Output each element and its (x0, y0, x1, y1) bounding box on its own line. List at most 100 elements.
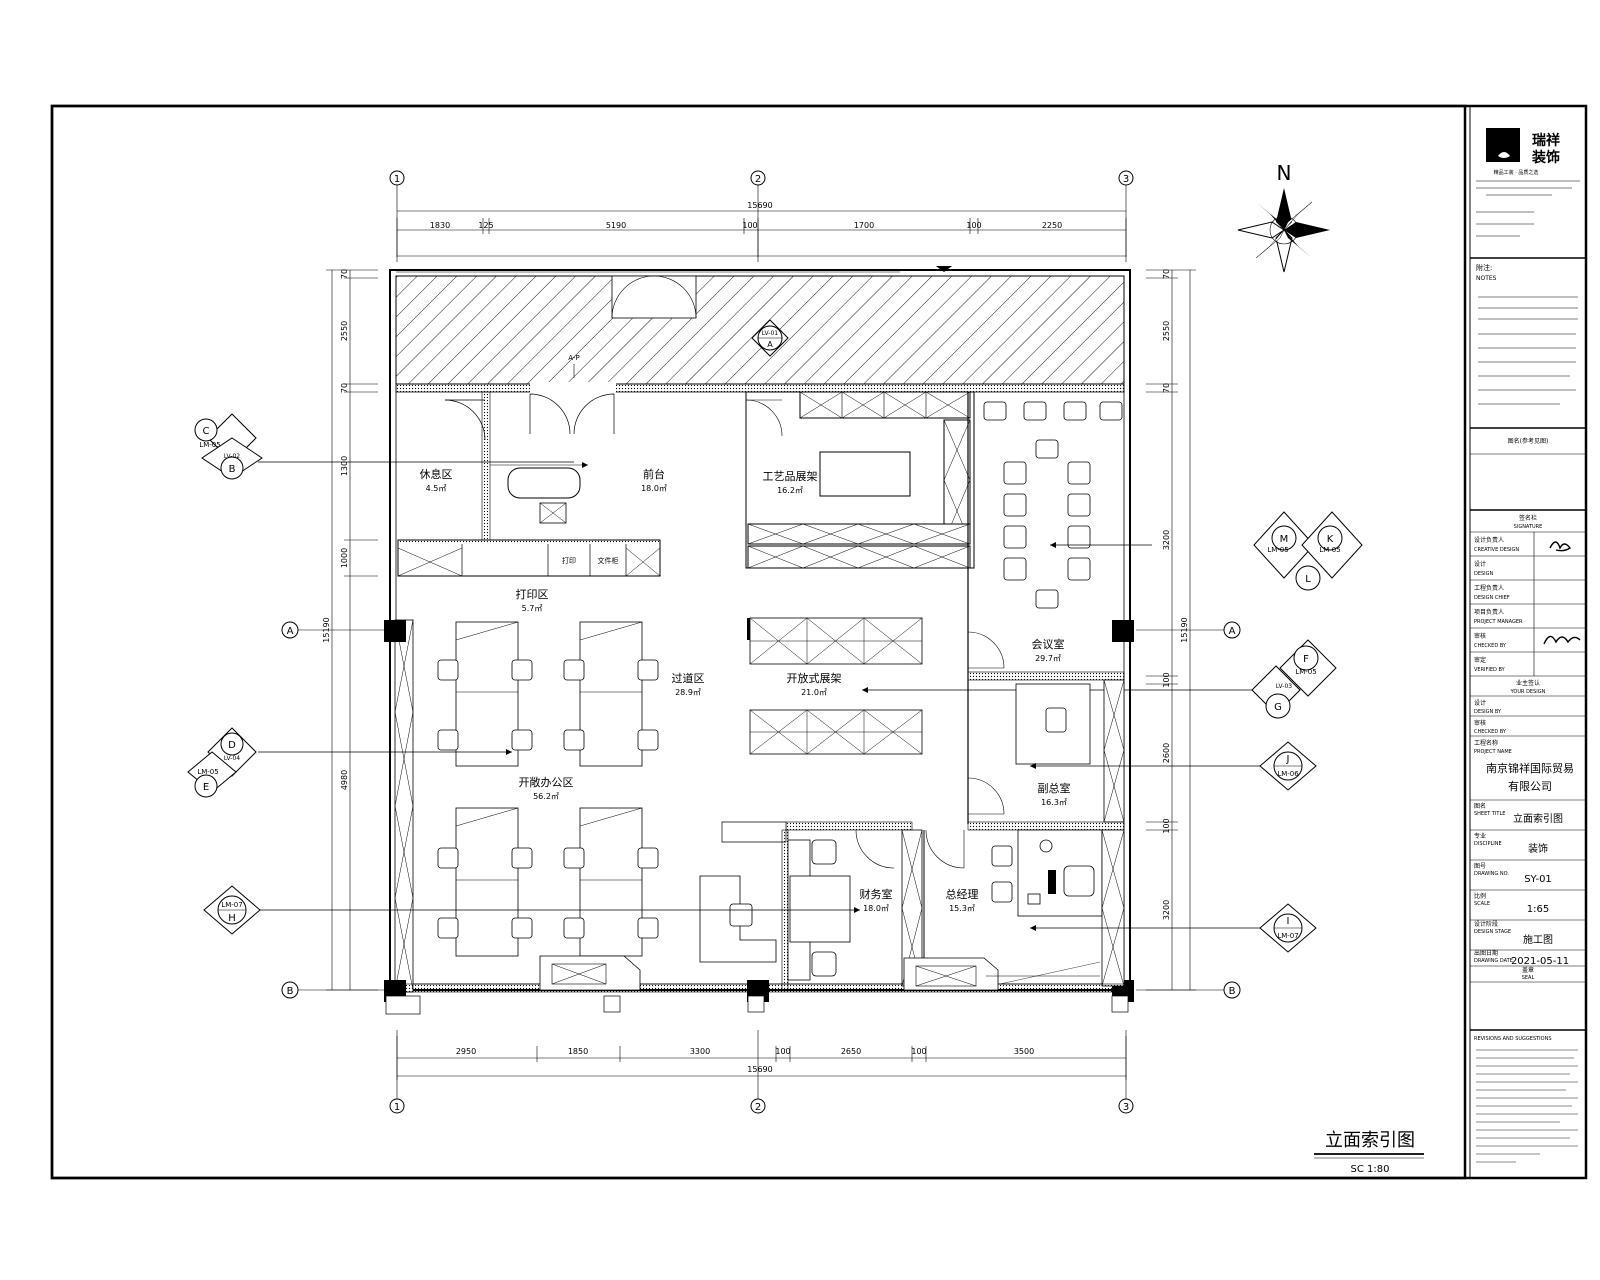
drawing-frame (50, 104, 1467, 1180)
grid-label: 1 (394, 174, 400, 185)
svg-text:A-P: A-P (568, 354, 579, 362)
field-label: 设计阶段 (1474, 920, 1498, 928)
brand-line: 瑞祥 (1532, 132, 1560, 149)
reception-desk (507, 467, 581, 499)
dim-text: 1300 (340, 456, 349, 476)
dim-text: 3200 (1162, 900, 1171, 920)
callout-letter: J (1286, 754, 1290, 765)
grid-label: 1 (394, 1102, 400, 1113)
cabinet-label: 文件柜 (598, 556, 619, 565)
dim-text: 2950 (456, 1047, 476, 1056)
north-arrow-icon: N (1237, 161, 1330, 273)
grid-axis-a: A A (281, 621, 1241, 639)
grid-label: B (1229, 986, 1236, 997)
seal-label-en: SEAL (1522, 975, 1535, 981)
dim-text: 70 (1162, 269, 1171, 279)
cabinet-label: 打印 (562, 556, 576, 565)
grid-label: 2 (755, 1102, 761, 1113)
dim-text: 70 (340, 383, 349, 393)
notes-heading-en: NOTES (1476, 275, 1497, 282)
callout-mkl: M LM-05 K LM-05 L (1253, 511, 1363, 591)
row-label: 审核 (1474, 632, 1486, 640)
dim-text: 100 (775, 1047, 790, 1056)
grid-axis-b: B B (281, 981, 1241, 999)
office-chairs (437, 659, 659, 939)
drawing-scale: SC 1:80 (1351, 1164, 1390, 1175)
room-area: 29.7㎡ (1035, 654, 1061, 663)
room-area: 4.5㎡ (426, 484, 447, 493)
row-label-en: CHECKED BY (1474, 643, 1507, 649)
row-label-en: CREATIVE DESIGN (1474, 547, 1519, 553)
dimension-left: 70 2550 70 1300 1000 4980 15190 (322, 269, 378, 991)
row-label: 项目负责人 (1474, 608, 1504, 616)
callout-letter: H (228, 913, 236, 924)
signature-head-en: SIGNATURE (1514, 524, 1543, 530)
dim-total: 15690 (747, 1065, 772, 1074)
discipline-value: 装饰 (1528, 842, 1548, 855)
dim-text: 100 (742, 221, 757, 230)
field-label: 专业 (1474, 832, 1486, 840)
signature-scribble (1549, 541, 1572, 552)
room-area: 16.2㎡ (777, 486, 803, 495)
dim-text: 125 (478, 221, 493, 230)
room-name: 打印区 (516, 587, 549, 601)
callout-j: J LM-06 (1259, 741, 1317, 791)
project-label-en: PROJECT NAME (1474, 749, 1512, 755)
signature-head: 签名栏 (1519, 514, 1537, 522)
field-label-en: DRAWING DATE (1474, 958, 1513, 964)
dim-text: 1830 (430, 221, 450, 230)
dim-text: 2250 (1042, 221, 1062, 230)
floor-plan: 1 1 2 2 3 3 A A (187, 161, 1424, 1175)
client-head-en: YOUR DESIGN (1510, 689, 1546, 695)
room-area: 18.0㎡ (641, 484, 667, 493)
row-label: 设计负责人 (1474, 536, 1504, 544)
field-label-en: DISCIPLINE (1474, 841, 1502, 847)
field-label: 比例 (1474, 892, 1486, 900)
room-name: 过道区 (672, 671, 705, 685)
row-label: 审定 (1474, 656, 1486, 664)
grid-label: 2 (755, 174, 761, 185)
room-area: 16.3㎡ (1041, 798, 1067, 807)
callout-a: LV-01 A (751, 319, 789, 357)
callout-h: LM-07 H (203, 885, 860, 935)
dimension-right: 70 2550 70 3200 15190 100 2600 100 3200 (1146, 269, 1196, 991)
grid-label: B (287, 986, 294, 997)
field-label-en: DRAWING NO. (1474, 871, 1509, 877)
row-label: 审核 (1474, 719, 1486, 727)
room-area: 15.3㎡ (949, 904, 975, 913)
callout-sheet: LM-07 (1277, 932, 1298, 940)
dim-text: 100 (1162, 818, 1171, 833)
brand-sub: 精品工装 · 品质之选 (1494, 169, 1539, 176)
room-area: 21.0㎡ (801, 688, 827, 697)
project-name: 南京锦祥国际贸易 (1486, 761, 1574, 775)
callout-sheet: LM-05 (1267, 546, 1288, 554)
drawing-no-value: SY-01 (1524, 874, 1552, 885)
scale-value: 1:65 (1527, 904, 1549, 915)
dim-text: 5190 (606, 221, 626, 230)
dim-text: 2550 (1162, 321, 1171, 341)
row-label-en: CHECKED BY (1474, 729, 1507, 735)
dim-text: 100 (966, 221, 981, 230)
callout-sheet: LM-05 (1295, 668, 1316, 676)
dim-text: 100 (1162, 672, 1171, 687)
callout-letter: C (203, 426, 210, 437)
room-name: 工艺品展架 (763, 470, 818, 483)
title-block: 瑞祥 装饰 精品工装 · 品质之选 附注: NOTES 图名(参考见图) (1470, 128, 1586, 1163)
dim-text: 3200 (1162, 530, 1171, 550)
dimension-top: 1830 125 5190 100 1700 100 2250 15690 (396, 201, 1127, 262)
sheet-title: 立面索引图 (1513, 812, 1563, 825)
callout-letter: B (229, 464, 236, 475)
project-label: 工程名称 (1474, 739, 1498, 747)
signature-scribble (1543, 635, 1581, 645)
dim-text: 2550 (340, 321, 349, 341)
field-label: 图号 (1474, 863, 1486, 870)
callout-letter: E (203, 782, 209, 793)
callout-letter: D (228, 740, 236, 751)
dim-text: 70 (340, 269, 349, 279)
seal-label: 盖章 (1522, 966, 1534, 974)
callout-cb: C LM-05 B LV-02 (194, 413, 574, 480)
dim-text: 1700 (854, 221, 874, 230)
room-area: 56.2㎡ (533, 792, 559, 801)
drawing-title: 立面索引图 SC 1:80 (1314, 1130, 1424, 1175)
